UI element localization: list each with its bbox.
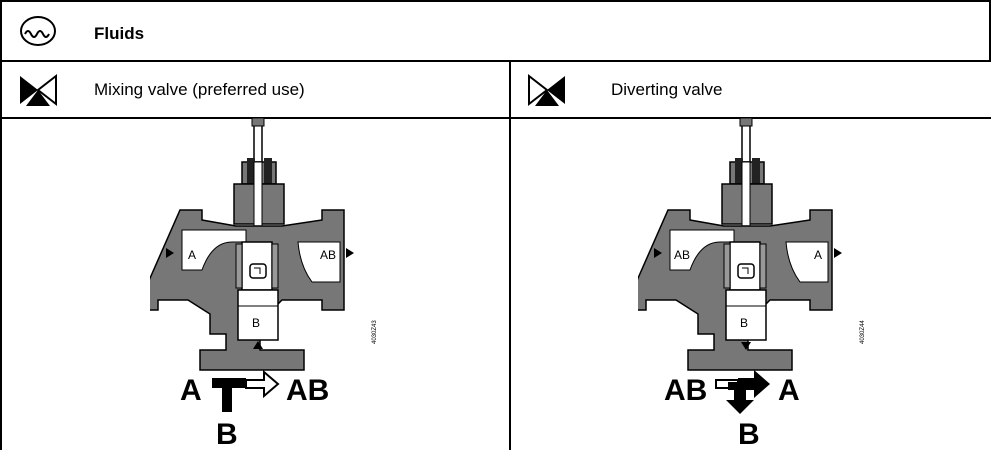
diverting-valve-symbol-icon	[528, 73, 565, 107]
diverting-port-right-label: A	[814, 248, 822, 262]
mixing-flow-right-label: AB	[286, 374, 329, 407]
diverting-port-left-label: AB	[674, 248, 690, 262]
mixing-port-left-label: A	[188, 248, 196, 262]
mixing-flow-left-label: A	[180, 374, 202, 407]
diverting-valve-drawing: AB A B 4030Z44 AB A B	[638, 118, 866, 450]
diverting-valve-heading: Diverting valve	[611, 80, 723, 99]
header-divider	[0, 60, 991, 62]
mixing-flow-bottom-label: B	[216, 418, 238, 450]
diverting-flow-left-label: AB	[664, 374, 707, 407]
mixing-port-right-label: AB	[320, 248, 336, 262]
diverting-flow-right-label: A	[778, 374, 800, 407]
mixing-valve-symbol-icon	[20, 73, 57, 107]
table-top-border	[0, 0, 991, 2]
table-right-border	[989, 0, 991, 60]
fluid-waves-icon	[20, 16, 56, 46]
section-title: Fluids	[94, 24, 145, 43]
column-divider	[509, 60, 511, 450]
mixing-drawing-code: 4030Z43	[372, 320, 378, 344]
table-left-border	[0, 0, 2, 450]
diverting-flow-bottom-label: B	[738, 418, 760, 450]
mixing-port-bottom-label: B	[252, 316, 260, 330]
subheader-divider	[0, 117, 991, 119]
diverting-port-bottom-label: B	[740, 316, 748, 330]
mixing-valve-heading: Mixing valve (preferred use)	[94, 80, 305, 99]
diverting-drawing-code: 4030Z44	[860, 320, 866, 344]
mixing-valve-drawing: A AB B 4030Z43 A AB B	[150, 118, 378, 450]
